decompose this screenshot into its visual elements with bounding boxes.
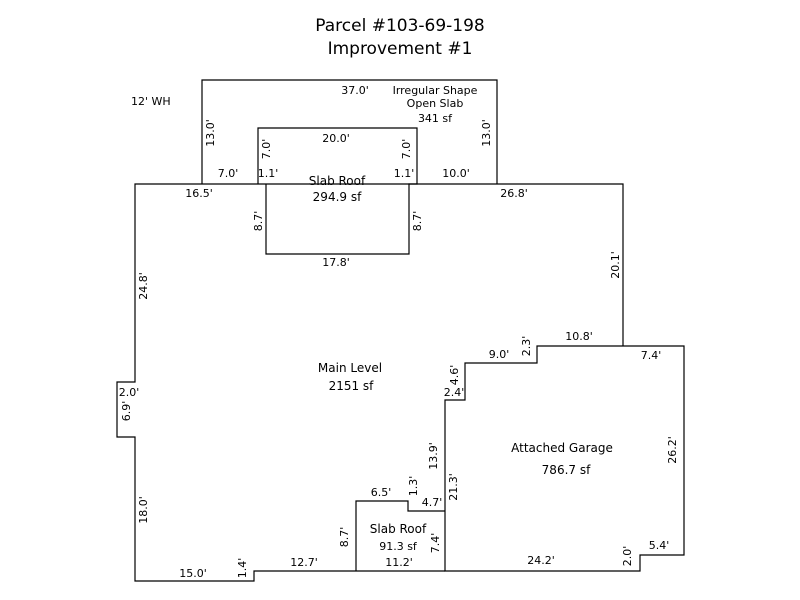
dim-label: 8.7' [411, 211, 424, 232]
dim-label: 6.5' [371, 486, 392, 499]
dim-label: 13.9' [427, 442, 440, 470]
slab-roof-top-area: 294.9 sf [313, 190, 362, 204]
dim-label: 1.3' [407, 476, 420, 497]
dim-label: 26.2' [666, 436, 679, 464]
garage-label: Attached Garage [511, 441, 613, 455]
dim-label: 2.3' [520, 336, 533, 357]
dim-label: 5.4' [649, 539, 670, 552]
dim-label: 2.0' [119, 386, 140, 399]
dim-label: 7.4' [429, 533, 442, 554]
dim-label: 17.8' [322, 256, 350, 269]
dim-label: 15.0' [179, 567, 207, 580]
dim-label: 4.7' [422, 496, 443, 509]
dim-label: 1.1' [394, 167, 415, 180]
dim-label: 10.8' [565, 330, 593, 343]
dim-label: 16.5' [185, 187, 213, 200]
dim-label: 7.0' [218, 167, 239, 180]
dim-label: 7.0' [260, 139, 273, 160]
dim-label: 20.1' [609, 251, 622, 279]
slab-roof-bottom-area: 91.3 sf [379, 540, 418, 553]
dim-label: 24.8' [137, 272, 150, 300]
main-level-area: 2151 sf [329, 379, 375, 393]
dim-label: 1.1' [258, 167, 279, 180]
dim-label: 13.0' [480, 119, 493, 147]
garage-outline [444, 345, 685, 572]
dim-label: 24.2' [527, 554, 555, 567]
dim-label: 21.3' [447, 473, 460, 501]
wall-height-note: 12' WH [131, 95, 171, 108]
open-slab-label-1: Irregular Shape [393, 84, 478, 97]
parcel-title: Parcel #103-69-198 [315, 16, 485, 36]
dim-label: 37.0' [341, 84, 369, 97]
dim-label: 9.0' [489, 348, 510, 361]
slab-roof-top-label: Slab Roof [309, 174, 366, 188]
main-level-outline [116, 183, 624, 582]
dim-label: 12.7' [290, 556, 318, 569]
slab-roof-bottom-outline [355, 500, 445, 571]
dim-label: 7.4' [641, 349, 662, 362]
dim-label: 18.0' [137, 496, 150, 524]
dim-label: 26.8' [500, 187, 528, 200]
dim-label: 7.0' [400, 139, 413, 160]
dim-label: 1.4' [236, 558, 249, 579]
slab-roof-bottom-label: Slab Roof [370, 522, 427, 536]
open-slab-outline [201, 79, 498, 184]
main-level-label: Main Level [318, 361, 382, 375]
dim-label: 20.0' [322, 132, 350, 145]
open-slab-label-2: Open Slab [407, 97, 464, 110]
open-slab-area: 341 sf [418, 112, 453, 125]
dim-label: 4.6' [448, 365, 461, 386]
garage-area: 786.7 sf [542, 463, 591, 477]
improvement-subtitle: Improvement #1 [327, 39, 473, 59]
dim-label: 2.0' [621, 546, 634, 567]
dim-label: 6.9' [120, 401, 133, 422]
dim-label: 11.2' [385, 556, 413, 569]
dim-label: 8.7' [338, 527, 351, 548]
dim-label: 13.0' [204, 119, 217, 147]
dim-label: 8.7' [252, 211, 265, 232]
dim-label: 10.0' [442, 167, 470, 180]
dim-label: 2.4' [444, 386, 465, 399]
